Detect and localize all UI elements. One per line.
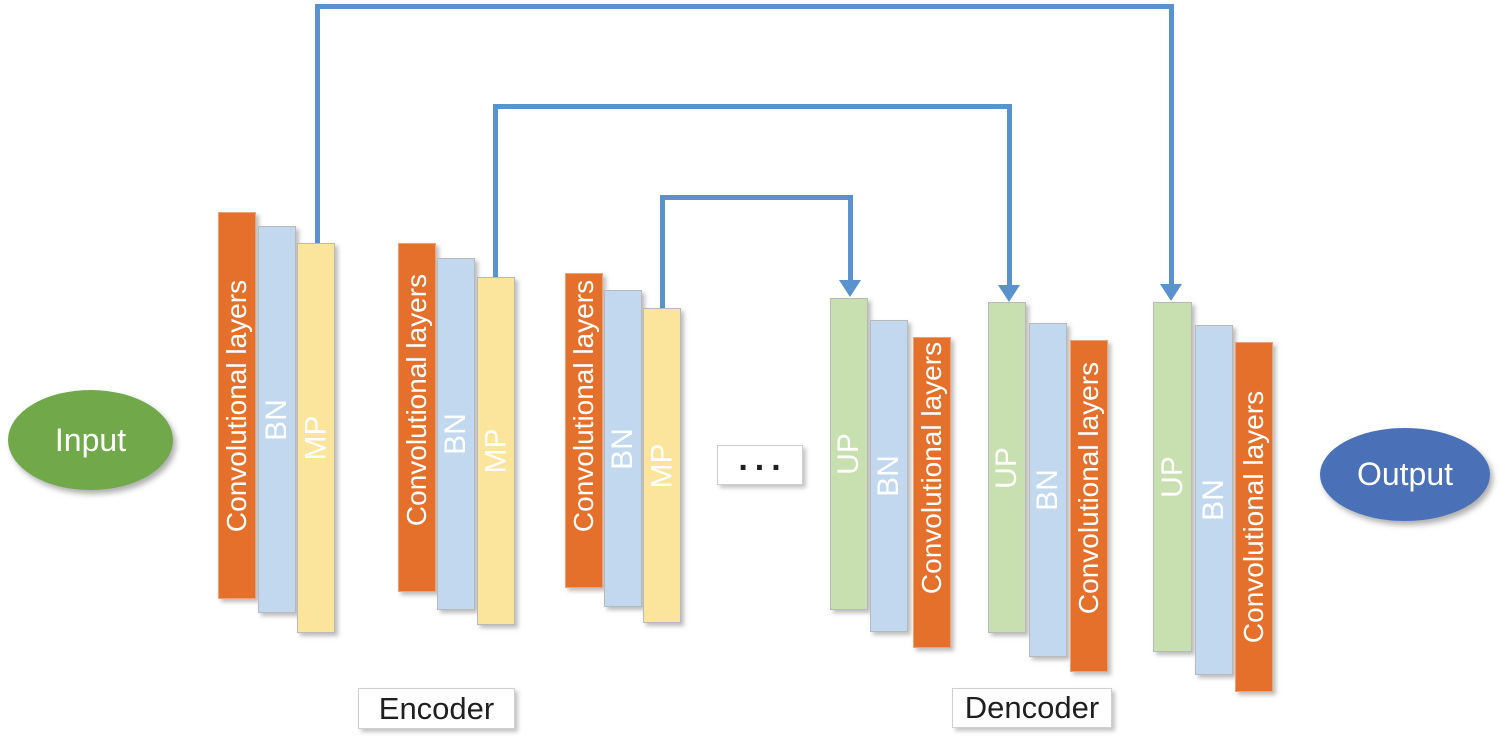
decoder2-up-bar: UP bbox=[988, 302, 1026, 633]
skip-connection-2-arrow-down-icon bbox=[998, 285, 1020, 302]
skip-connection-1-left-line bbox=[315, 4, 320, 243]
skip-connection-1-right-line bbox=[1169, 4, 1174, 285]
encoder3-bn-bar: BN bbox=[604, 290, 642, 607]
encoder1-mp-label: MP bbox=[299, 415, 332, 461]
encoder3-bn-label: BN bbox=[606, 427, 639, 470]
decoder1-up-bar: UP bbox=[830, 298, 868, 610]
decoder3-bn-label: BN bbox=[1197, 479, 1230, 521]
decoder1-bn-label: BN bbox=[872, 455, 905, 497]
decoder1-conv-label: Convolutional layers bbox=[916, 341, 948, 594]
encoder2-conv-bar: Convolutional layers bbox=[398, 243, 436, 592]
encoder3-mp-label: MP bbox=[645, 443, 678, 488]
decoder2-conv-bar: Convolutional layers bbox=[1070, 340, 1108, 672]
decoder2-bn-label: BN bbox=[1031, 469, 1064, 511]
skip-connection-2-horizontal-line bbox=[493, 104, 1012, 109]
decoder1-conv-bar: Convolutional layers bbox=[913, 337, 951, 648]
decoder3-conv-bar: Convolutional layers bbox=[1235, 342, 1273, 692]
ellipsis-label: ... bbox=[738, 439, 788, 478]
decoder-caption-label: Dencoder bbox=[964, 690, 1100, 725]
encoder-caption-box: Encoder bbox=[358, 688, 515, 729]
encoder2-mp-label: MP bbox=[479, 428, 512, 474]
encoder1-conv-label: Convolutional layers bbox=[221, 279, 253, 532]
skip-connection-3-arrow-down-icon bbox=[839, 280, 861, 297]
encoder2-mp-bar: MP bbox=[477, 277, 515, 625]
encoder1-bn-label: BN bbox=[260, 398, 293, 441]
ellipsis-box: ... bbox=[717, 440, 803, 485]
skip-connection-1-arrow-down-icon bbox=[1160, 284, 1182, 301]
encoder-caption-label: Encoder bbox=[378, 690, 495, 726]
output-node: Output bbox=[1320, 428, 1490, 521]
decoder3-bn-bar: BN bbox=[1195, 325, 1233, 675]
encoder3-conv-label: Convolutional layers bbox=[568, 279, 600, 532]
encoder2-conv-label: Convolutional layers bbox=[401, 273, 433, 526]
decoder-caption-box: Dencoder bbox=[952, 688, 1112, 728]
encoder2-bn-label: BN bbox=[439, 413, 472, 455]
decoder2-bn-bar: BN bbox=[1029, 323, 1067, 657]
encoder1-conv-bar: Convolutional layers bbox=[218, 212, 256, 599]
skip-connection-2-right-line bbox=[1007, 104, 1012, 285]
output-node-label: Output bbox=[1356, 456, 1454, 492]
encoder2-bn-bar: BN bbox=[437, 258, 475, 610]
decoder3-up-label: UP bbox=[1155, 456, 1189, 498]
decoder1-bn-bar: BN bbox=[870, 320, 908, 632]
input-node: Input bbox=[8, 390, 173, 490]
decoder2-up-label: UP bbox=[990, 446, 1023, 489]
skip-connection-3-right-line bbox=[848, 195, 853, 280]
decoder3-up-bar: UP bbox=[1153, 302, 1192, 652]
decoder3-conv-label: Convolutional layers bbox=[1238, 390, 1270, 644]
input-node-label: Input bbox=[54, 421, 127, 458]
skip-connection-3-horizontal-line bbox=[660, 195, 853, 200]
decoder2-conv-label: Convolutional layers bbox=[1073, 361, 1105, 615]
encoder3-conv-bar: Convolutional layers bbox=[565, 273, 603, 588]
encoder3-mp-bar: MP bbox=[643, 308, 681, 623]
encoder1-mp-bar: MP bbox=[297, 243, 335, 633]
encoder1-bn-bar: BN bbox=[258, 226, 296, 613]
decoder1-up-label: UP bbox=[832, 433, 865, 475]
skip-connection-3-left-line bbox=[660, 195, 665, 308]
skip-connection-1-horizontal-line bbox=[315, 4, 1174, 9]
skip-connection-2-left-line bbox=[493, 104, 498, 277]
